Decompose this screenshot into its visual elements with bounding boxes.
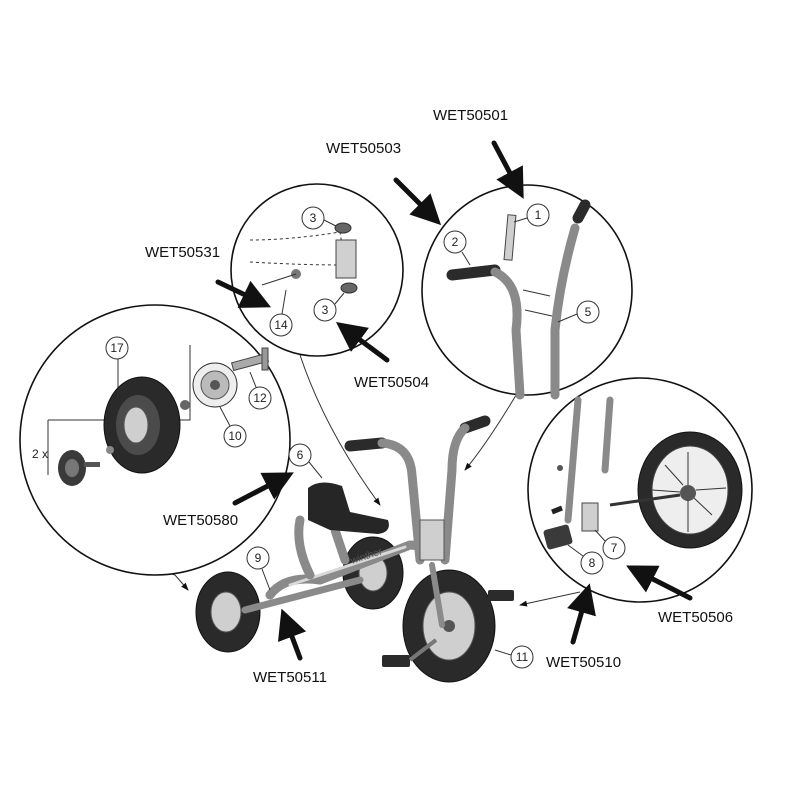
rear-left-wheel [195,571,261,653]
svg-text:7: 7 [611,541,618,555]
label-wet50510: WET50510 [546,654,621,671]
arrow-wet50506 [626,565,693,601]
callout-1: 1 [513,203,550,227]
label-wet50531: WET50531 [145,244,220,261]
label-wet50506: WET50506 [658,609,733,626]
callout-9: 9 [246,546,271,591]
svg-text:14: 14 [274,318,288,332]
svg-text:17: 17 [110,341,124,355]
part-code-labels: WET50501 WET50503 WET50531 WET50504 WET5… [145,107,733,686]
svg-text:6: 6 [297,448,304,462]
pointer-arrows [215,140,693,661]
callout-11: 11 [494,645,534,669]
detail-handlebar [421,184,633,400]
svg-text:11: 11 [516,650,529,664]
callout-10: 10 [219,406,247,448]
svg-text:12: 12 [253,391,267,405]
callout-7: 7 [594,529,626,560]
detail-front-wheel [527,377,753,603]
axle-part [230,347,270,372]
callout-12: 12 [248,371,272,410]
arrow-wet50531 [215,279,272,308]
callout-8: 8 [567,544,604,575]
svg-text:8: 8 [589,556,596,570]
svg-text:1: 1 [535,208,542,222]
rear-tire-part [103,376,181,474]
svg-text:5: 5 [585,305,592,319]
arrow-wet50510 [567,583,596,645]
main-handlebar [344,415,491,565]
tricycle-assembly: winther [195,415,514,683]
callout-3a: 3 [301,206,337,230]
callout-3b: 3 [313,292,345,322]
seat [308,482,389,534]
arrow-wet50504 [335,322,390,363]
detail-headset [230,183,404,357]
detail-rear-wheel: 2 x [19,304,291,576]
arrow-wet50501 [491,140,524,199]
pedal-part [543,505,573,550]
label-wet50501: WET50501 [433,107,508,124]
callout-14: 14 [269,289,293,337]
front-main-wheel [402,569,496,683]
svg-text:9: 9 [255,551,262,565]
front-tire-part [637,431,743,549]
arrow-wet50580 [232,472,294,506]
svg-text:3: 3 [310,211,317,225]
callout-2: 2 [443,230,471,266]
arrow-wet50503 [393,177,442,226]
callout-17: 17 [105,336,129,360]
callout-6: 6 [288,443,323,479]
arrow-wet50511 [277,608,307,661]
label-wet50580: WET50580 [163,512,238,529]
hub-cap-part [58,450,100,486]
label-wet50503: WET50503 [326,140,401,157]
label-wet50504: WET50504 [354,374,429,391]
svg-text:3: 3 [322,303,329,317]
svg-text:2: 2 [452,235,459,249]
label-wet50511: WET50511 [253,669,327,686]
callouts: 1 2 3 3 5 6 7 8 9 10 11 12 14 17 [105,203,626,669]
callout-5: 5 [557,300,600,324]
main-pedals [382,590,514,667]
svg-text:10: 10 [228,429,242,443]
quantity-note: 2 x [32,447,48,461]
wheel-rim-part [192,362,238,408]
